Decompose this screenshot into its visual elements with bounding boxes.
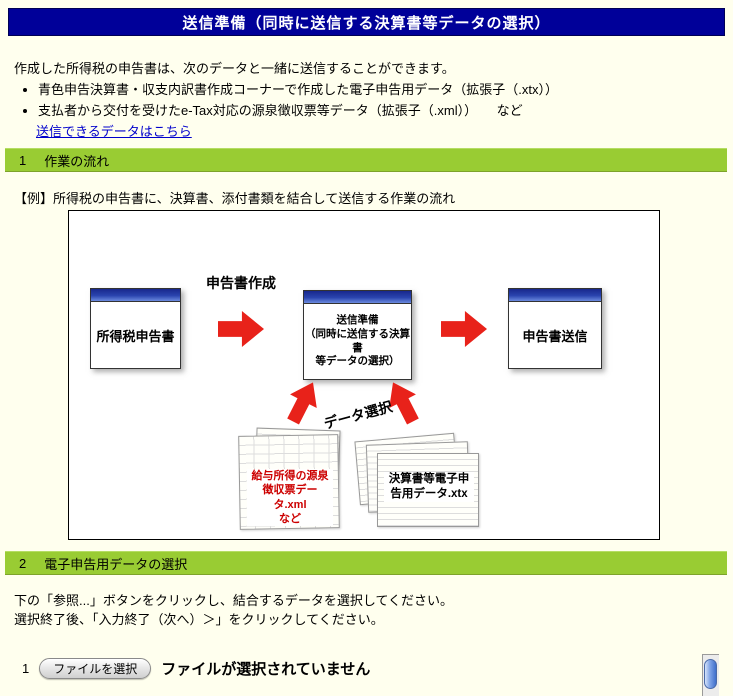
instruction-line-2: 選択終了後、「入力終了（次へ）＞」をクリックしてください。 <box>14 612 384 627</box>
doc-label-xml: 給与所得の源泉 徴収票データ.xml など <box>247 469 333 527</box>
page-title-bar: 送信準備（同時に送信する決算書等データの選択） <box>8 8 725 36</box>
section-2-number: 2 <box>19 555 27 571</box>
scrollbar[interactable] <box>702 654 719 696</box>
flow-diagram: 申告書作成 所得税申告書 送信準備 （同時に送信する決算書 等データの選択） 申… <box>68 210 660 540</box>
doc-sheet: 決算書等電子申 告用データ.xtx <box>377 453 479 527</box>
right-arrow-icon-2 <box>441 311 487 347</box>
file-row-index: 1 <box>22 661 30 676</box>
file-select-button[interactable]: ファイルを選択 <box>39 658 152 679</box>
file-select-row: 1 ファイルを選択 ファイルが選択されていません <box>22 658 370 679</box>
window-titlebar-icon <box>91 289 180 302</box>
flow-box-label: 送信準備 （同時に送信する決算書 等データの選択） <box>305 314 410 368</box>
section-1-label: 作業の流れ <box>44 153 110 169</box>
instructions-text: 下の「参照...」ボタンをクリックし、結合するデータを選択してください。 選択終… <box>14 591 453 629</box>
window-titlebar-icon <box>304 291 411 304</box>
flow-box-label: 申告書送信 <box>522 328 588 344</box>
section-2-label: 電子申告用データの選択 <box>44 556 188 572</box>
intro-text: 作成した所得税の申告書は、次のデータと一緒に送信することができます。 青色申告決… <box>14 58 714 142</box>
sendable-data-link[interactable]: 送信できるデータはこちら <box>36 124 192 139</box>
up-arrow-icon-left <box>280 376 327 429</box>
section-1-header: 1 作業の流れ <box>5 148 727 172</box>
file-select-status: ファイルが選択されていません <box>161 661 371 678</box>
arrow-label-create-return: 申告書作成 <box>206 275 276 291</box>
flow-box-send-return: 申告書送信 <box>508 288 602 369</box>
scrollbar-thumb[interactable] <box>704 659 717 689</box>
flow-box-income-tax-return: 所得税申告書 <box>90 288 181 369</box>
page-title: 送信準備（同時に送信する決算書等データの選択） <box>182 14 551 32</box>
right-arrow-icon-1 <box>218 311 264 347</box>
bullet-item-xtx: 青色申告決算書・収支内訳書作成コーナーで作成した電子申告用データ（拡張子（.xt… <box>38 79 714 100</box>
doc-label-xtx: 決算書等電子申 告用データ.xtx <box>384 472 474 502</box>
section-1-number: 1 <box>19 152 27 168</box>
section-2-header: 2 電子申告用データの選択 <box>5 551 727 575</box>
example-caption: 【例】所得税の申告書に、決算書、添付書類を結合して送信する作業の流れ <box>14 191 456 206</box>
doc-stack-financial-xtx: 決算書等電子申 告用データ.xtx <box>353 432 481 531</box>
flow-box-send-preparation: 送信準備 （同時に送信する決算書 等データの選択） <box>303 290 412 380</box>
instruction-line-1: 下の「参照...」ボタンをクリックし、結合するデータを選択してください。 <box>14 593 454 608</box>
bullet-item-xml: 支払者から交付を受けたe-Tax対応の源泉徴収票等データ（拡張子（.xml）） … <box>38 100 714 121</box>
intro-bullet-list: 青色申告決算書・収支内訳書作成コーナーで作成した電子申告用データ（拡張子（.xt… <box>38 79 714 121</box>
intro-line: 作成した所得税の申告書は、次のデータと一緒に送信することができます。 <box>14 61 455 76</box>
window-titlebar-icon <box>509 289 601 302</box>
doc-stack-withholding-xml: 給与所得の源泉 徴収票データ.xml など <box>238 427 344 531</box>
flow-box-label: 所得税申告書 <box>96 328 175 344</box>
